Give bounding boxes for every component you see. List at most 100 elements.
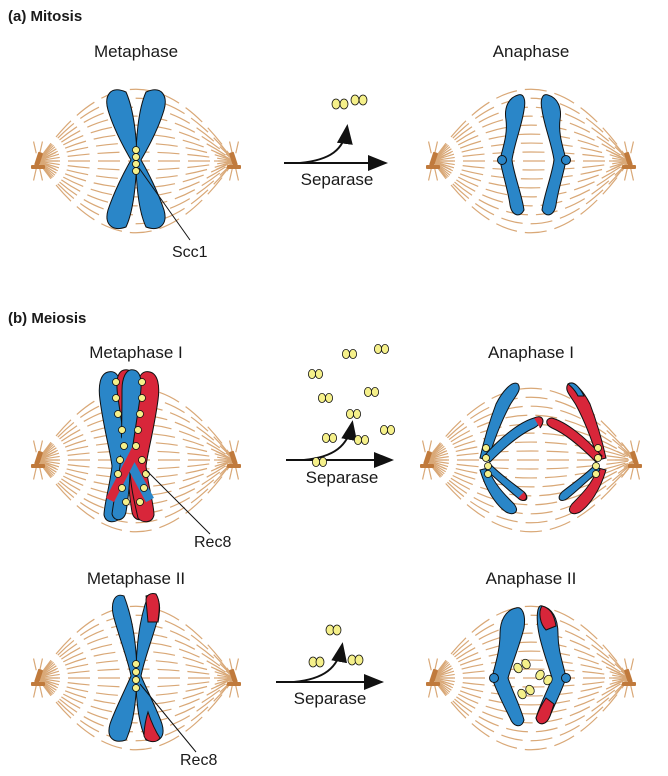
astral-ray <box>236 142 239 154</box>
astral-ray <box>230 468 233 480</box>
astral-ray <box>625 686 628 698</box>
cohesin-fragment <box>315 369 322 378</box>
astral-ray <box>625 142 628 154</box>
centriole <box>31 464 45 468</box>
astral-ray <box>637 441 640 453</box>
centriole <box>227 464 241 468</box>
cohesin-fragment <box>308 369 315 378</box>
astral-ray <box>637 468 640 480</box>
cohesin-fragment <box>387 425 394 434</box>
spindle-fiber <box>427 460 635 505</box>
centriole <box>628 464 642 468</box>
spindle-fiber <box>433 152 629 161</box>
astral-ray <box>230 686 233 698</box>
astral-ray <box>34 441 37 453</box>
cleaved-cohesin-mitosis <box>332 95 367 109</box>
astral-ray <box>631 142 634 154</box>
astral-ray <box>230 142 233 154</box>
astral-ray <box>40 659 43 671</box>
cohesin-fragment <box>322 433 329 442</box>
spindle-fiber <box>433 161 629 170</box>
spindle-mitosis-anaphase <box>426 89 636 233</box>
spindle-fiber <box>433 116 629 161</box>
astral-ray <box>435 686 438 698</box>
centriole <box>420 464 434 468</box>
astral-ray <box>429 659 432 671</box>
astral-ray <box>230 659 233 671</box>
cohesin-fragment <box>312 457 319 466</box>
astral-ray <box>423 468 426 480</box>
separase-arrow-meiosis1 <box>286 424 390 460</box>
astral-ray <box>429 468 432 480</box>
cohesin-fragment <box>319 457 326 466</box>
astral-ray <box>435 659 438 671</box>
astral-ray <box>34 468 37 480</box>
bivalent-meiosis1-metaphase <box>99 370 158 522</box>
astral-ray <box>631 468 634 480</box>
centriole <box>622 165 636 169</box>
cohesin-fragment <box>380 425 387 434</box>
astral-ray <box>34 686 37 698</box>
cohesin-fragment <box>371 387 378 396</box>
astral-ray <box>34 169 37 181</box>
astral-ray <box>230 441 233 453</box>
centriole <box>622 682 636 686</box>
cohesin-fragment <box>329 433 336 442</box>
cohesin-fragment <box>364 387 371 396</box>
astral-ray <box>40 686 43 698</box>
astral-ray <box>236 686 239 698</box>
astral-ray <box>631 441 634 453</box>
cohesin-fragment <box>374 344 381 353</box>
astral-ray <box>236 468 239 480</box>
spindle-meiosis2-anaphase <box>426 606 636 750</box>
astral-ray <box>34 659 37 671</box>
astral-ray <box>435 169 438 181</box>
rec8-pointer-meiosis1 <box>146 470 210 534</box>
astral-ray <box>236 659 239 671</box>
centriole <box>31 165 45 169</box>
chromosomes-meiosis1-anaphase <box>480 383 606 514</box>
astral-ray <box>429 169 432 181</box>
astral-ray <box>34 142 37 154</box>
separase-arrow-mitosis <box>284 128 384 163</box>
astral-ray <box>236 441 239 453</box>
cohesin-fragment <box>325 393 332 402</box>
astral-ray <box>429 142 432 154</box>
spindle-meiosis1-anaphase <box>420 388 642 532</box>
centriole <box>227 165 241 169</box>
cohesin-fragment <box>381 344 388 353</box>
astral-ray <box>631 169 634 181</box>
astral-ray <box>435 142 438 154</box>
spindle-fiber <box>433 633 629 678</box>
astral-ray <box>40 169 43 181</box>
cohesin-fragment <box>346 409 353 418</box>
separase-arrow-meiosis2 <box>276 646 380 682</box>
centriole <box>426 682 440 686</box>
astral-ray <box>625 169 628 181</box>
centriole <box>426 165 440 169</box>
astral-ray <box>423 441 426 453</box>
astral-ray <box>40 468 43 480</box>
spindle-fiber <box>427 460 635 469</box>
spindle-fiber <box>433 678 629 723</box>
cohesin-fragment <box>318 393 325 402</box>
spindle-fiber <box>433 161 629 206</box>
astral-ray <box>40 441 43 453</box>
spindle-fiber <box>433 669 629 678</box>
cleaved-cohesin-meiosis1 <box>308 344 394 466</box>
chromosome-mitosis-metaphase <box>107 90 190 240</box>
cohesin-fragment <box>353 409 360 418</box>
astral-ray <box>429 686 432 698</box>
centriole <box>227 682 241 686</box>
astral-ray <box>236 169 239 181</box>
cohesin-fragment <box>342 349 349 358</box>
astral-ray <box>631 686 634 698</box>
centriole <box>31 682 45 686</box>
astral-ray <box>230 169 233 181</box>
astral-ray <box>429 441 432 453</box>
cohesin-fragment <box>361 435 368 444</box>
astral-ray <box>625 659 628 671</box>
cohesin-fragment <box>354 435 361 444</box>
astral-ray <box>631 659 634 671</box>
